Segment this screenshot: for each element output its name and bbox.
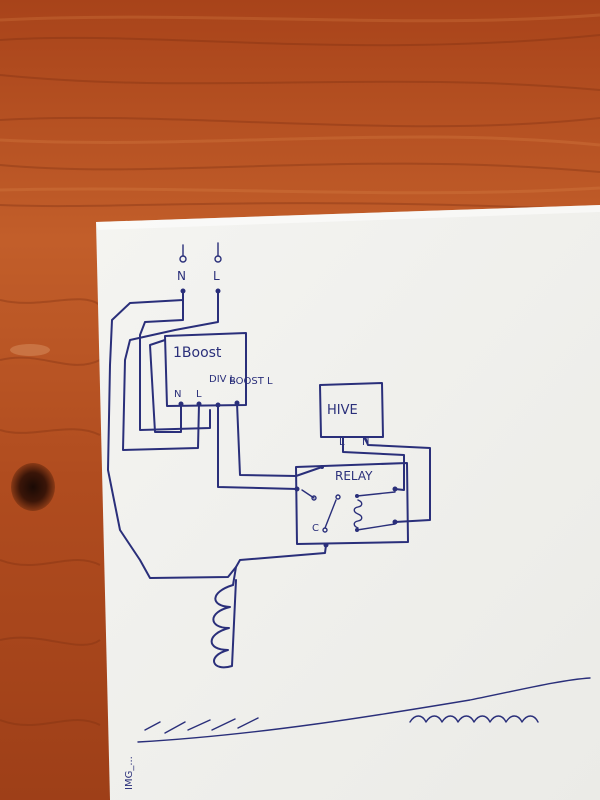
boost-controller: 1Boost N L DIV L BOOST L [164, 332, 273, 408]
boost-terminal-l: L [196, 389, 202, 400]
supply-live-label: L [213, 269, 220, 283]
boost-terminal-boost-l: BOOST L [229, 376, 273, 387]
wood-knot [11, 463, 55, 511]
relay-contact-label: C [312, 523, 319, 534]
paper-sheet [96, 205, 600, 800]
relay-title: RELAY [335, 469, 373, 483]
bottom-sketch [137, 677, 591, 743]
boost-title: 1Boost [173, 345, 222, 361]
mains-supply: N L [177, 242, 222, 294]
relay: RELAY C [294, 462, 409, 548]
wiring [107, 290, 431, 669]
margin-filename-text: IMG_... [124, 756, 135, 790]
hive-title: HIVE [327, 403, 358, 418]
hive-terminal-n: N [362, 437, 369, 448]
supply-neutral-label: N [177, 269, 186, 283]
boost-terminal-n: N [174, 389, 181, 400]
boost-terminal-div-l: DIV L [209, 374, 236, 385]
